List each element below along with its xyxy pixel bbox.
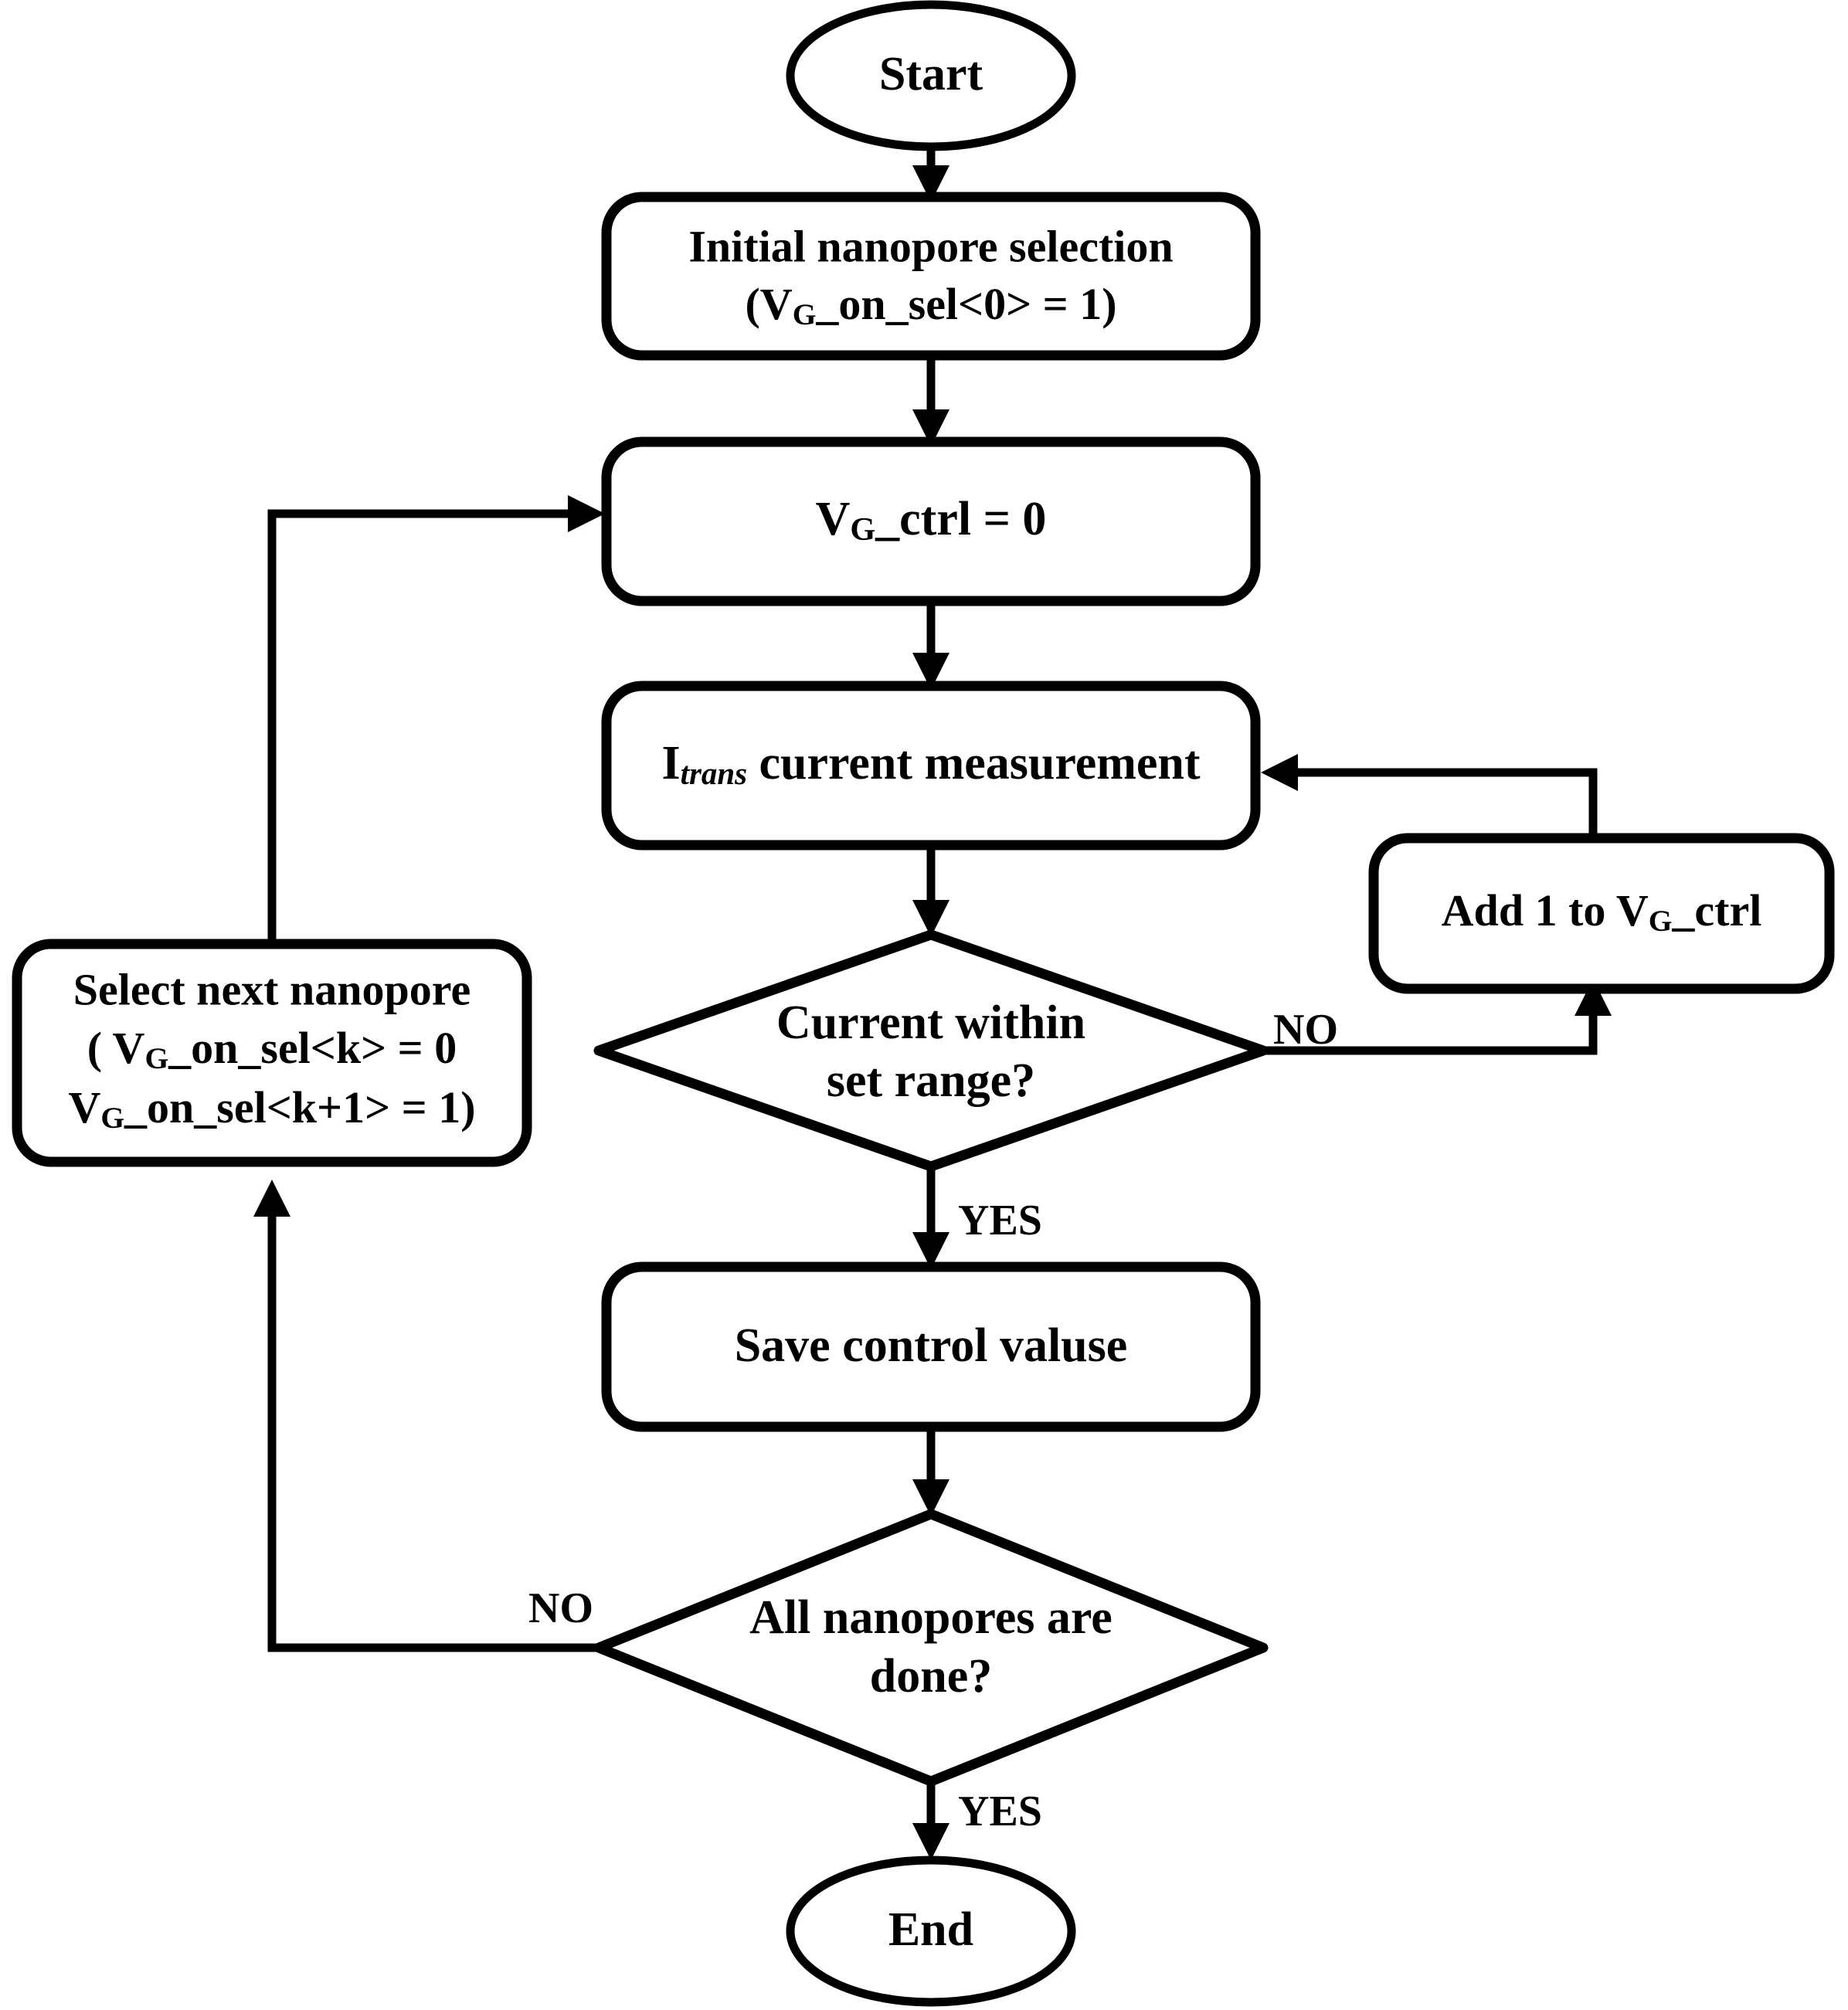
node-save-control-value-label: Save control valuse <box>735 1319 1128 1372</box>
edge-increment-to-measure <box>1261 754 1598 838</box>
node-reset-ctrl-label: VG_ctrl = 0 <box>816 493 1047 548</box>
node-select-next-line1: Select next nanopore <box>73 964 470 1014</box>
node-initial-selection[interactable]: Initial nanopore selection (VG_on_sel<0>… <box>601 192 1261 361</box>
edge-label-done-yes: YES <box>958 1788 1042 1835</box>
node-decision-all-done[interactable]: All nanopores are done? <box>593 1509 1269 1787</box>
edge-label-done-no: NO <box>528 1584 593 1632</box>
edge-save-to-decision-done <box>912 1427 949 1516</box>
edge-reset-to-measure <box>912 601 949 690</box>
node-select-next-line3: VG_on_sel<k+1> = 1) <box>68 1082 475 1135</box>
node-increment-ctrl-label: Add 1 to VG_ctrl <box>1442 885 1762 938</box>
edge-select-next-to-reset <box>267 495 605 946</box>
node-reset-ctrl[interactable]: VG_ctrl = 0 <box>601 436 1261 606</box>
node-initial-selection-line2: (VG_on_sel<0> = 1) <box>745 279 1116 331</box>
node-start-label: Start <box>879 48 983 100</box>
edge-label-range-yes: YES <box>958 1197 1042 1244</box>
node-decision-current-range[interactable]: Current within set range? <box>593 929 1269 1172</box>
node-increment-ctrl[interactable]: Add 1 to VG_ctrl <box>1368 833 1835 994</box>
node-decision-all-done-line2: done? <box>870 1650 992 1703</box>
edge-label-range-no: NO <box>1273 1006 1338 1054</box>
node-end[interactable]: End <box>786 1856 1076 2007</box>
node-end-label: End <box>888 1903 973 1956</box>
node-select-next-nanopore[interactable]: Select next nanopore ( VG_on_sel<k> = 0 … <box>12 939 532 1167</box>
node-start[interactable]: Start <box>786 0 1076 151</box>
node-initial-selection-line1: Initial nanopore selection <box>688 221 1173 271</box>
edge-range-yes-to-save <box>912 1165 949 1269</box>
edge-done-no-to-select-next <box>253 1180 609 1652</box>
edge-range-no-to-increment <box>1255 979 1612 1055</box>
node-decision-all-done-line1: All nanopores are <box>749 1591 1113 1644</box>
node-current-measurement-label: Itrans current measurement <box>661 737 1200 791</box>
node-decision-current-range-line2: set range? <box>827 1054 1035 1107</box>
edge-measure-to-decision-range <box>912 845 949 937</box>
node-current-measurement[interactable]: Itrans current measurement <box>601 681 1261 851</box>
edge-init-to-reset <box>912 355 949 446</box>
node-save-control-value[interactable]: Save control valuse <box>601 1261 1261 1432</box>
node-decision-current-range-line1: Current within <box>776 997 1085 1049</box>
node-select-next-line2: ( VG_on_sel<k> = 0 <box>87 1023 457 1075</box>
